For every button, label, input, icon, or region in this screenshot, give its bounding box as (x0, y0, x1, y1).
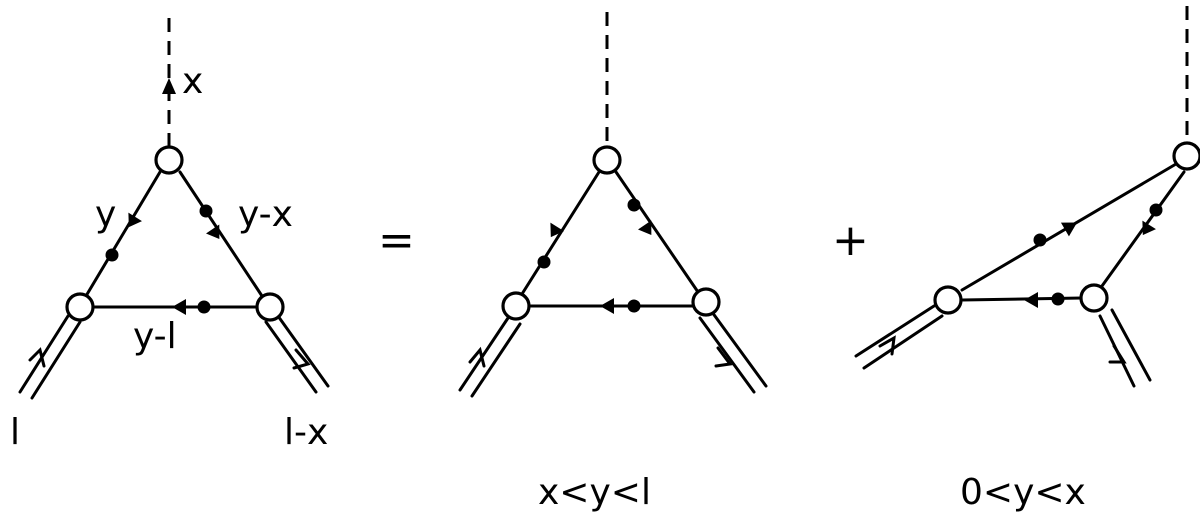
diagram-2-left-arrow (550, 222, 564, 238)
diagram-3: 0<y<x (854, 6, 1200, 513)
diagram-3-right-vertex (1079, 283, 1109, 313)
diagram-3-upper-arrow (1060, 222, 1078, 237)
diagram-2-out-arrow (714, 346, 733, 368)
diagram-1-right-dot (199, 204, 213, 218)
diagram-3-right-dot (1149, 203, 1163, 217)
diagram-1-out-line-b (276, 314, 330, 388)
diagram-2-left-edge (520, 170, 601, 296)
diagram-1-in-arrow (28, 347, 46, 368)
diagram-3-right-arrow (1142, 220, 1156, 236)
diagram-3-out-line-b (1110, 308, 1152, 382)
diagram-1-label-y: y (95, 194, 116, 235)
diagram-3-bottom-arrow (1024, 292, 1038, 308)
diagram-1-bottom-arrow (172, 299, 186, 315)
diagram-2-bottom-dot (627, 299, 641, 313)
diagram-1-label-y-minus-l: y-l (133, 316, 177, 357)
diagram-1-top-vertex (154, 145, 184, 175)
diagram-1-left-dot (105, 248, 119, 262)
diagram-2-top-vertex (592, 145, 622, 175)
diagram-1-in-line-b (30, 320, 82, 400)
diagram-2-left-dot (537, 255, 551, 269)
diagram-1-out-line-a (264, 320, 318, 394)
diagram-2-left-vertex (501, 291, 531, 321)
diagram-1-label-y-minus-x: y-x (238, 194, 293, 235)
diagram-2-condition: x<y<l (538, 472, 651, 513)
diagram-3-upper-dot (1033, 233, 1047, 247)
diagram-1-in-line-a (18, 314, 70, 394)
diagram-2: x<y<l (458, 12, 768, 513)
diagram-1-right-edge (178, 170, 264, 298)
diagram-2-in-line-a (458, 316, 510, 392)
diagram-1-right-arrow (206, 224, 220, 239)
diagram-1-label-x: x (182, 61, 203, 102)
diagram-1-left-arrow (128, 212, 142, 228)
diagram-1-label-l: l (10, 412, 20, 453)
diagram-1-right-vertex (255, 292, 285, 322)
equals-sign: = (378, 215, 415, 266)
diagram-2-right-edge (614, 170, 700, 294)
diagram-1-bottom-dot (197, 300, 211, 314)
diagram-2-right-vertex (691, 287, 721, 317)
diagram-2-out-line-b (710, 310, 768, 388)
diagram-2-right-arrow (638, 220, 652, 235)
diagram-1-left-vertex (65, 292, 95, 322)
diagram-2-in-line-b (470, 322, 522, 398)
diagram-3-out-arrow (1108, 344, 1127, 364)
diagram-1-label-l-minus-x: l-x (284, 412, 328, 453)
diagram-2-in-arrow (468, 346, 486, 368)
diagram-3-in-line-b (862, 314, 944, 370)
diagram-3-condition: 0<y<x (960, 472, 1086, 513)
diagram-1: x y y-x y-l l l-x (10, 18, 330, 453)
diagram-1-out-arrow (292, 348, 311, 370)
diagram-1-top-arrow (162, 78, 176, 94)
diagram-3-top-vertex (1172, 141, 1200, 171)
diagram-3-in-arrow (878, 335, 896, 356)
diagram-2-bottom-arrow (600, 298, 614, 314)
diagram-2-out-line-a (698, 316, 756, 394)
diagram-1-left-edge (84, 170, 162, 298)
diagram-3-in-line-a (854, 304, 936, 358)
diagram-2-right-dot (627, 198, 641, 212)
plus-sign: + (832, 215, 869, 266)
diagram-3-bottom-dot (1051, 292, 1065, 306)
diagram-3-left-vertex (933, 285, 963, 315)
